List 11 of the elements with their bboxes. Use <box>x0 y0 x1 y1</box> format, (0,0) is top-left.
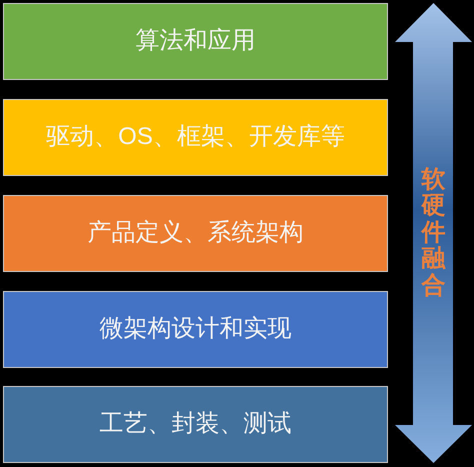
layer-label: 驱动、OS、框架、开发库等 <box>45 123 346 152</box>
layer-band <box>3 195 388 272</box>
layer-label: 算法和应用 <box>134 27 256 56</box>
layer-label: 微架构设计和实现 <box>98 315 292 344</box>
layer-band <box>3 99 388 176</box>
arrow-label: 软硬件融合 <box>422 167 446 299</box>
layer-band <box>3 291 388 368</box>
layer-label: 工艺、封装、测试 <box>98 410 292 439</box>
layer-band <box>3 386 388 463</box>
layer-band <box>3 3 388 80</box>
layer-label: 产品定义、系统架构 <box>86 219 304 248</box>
